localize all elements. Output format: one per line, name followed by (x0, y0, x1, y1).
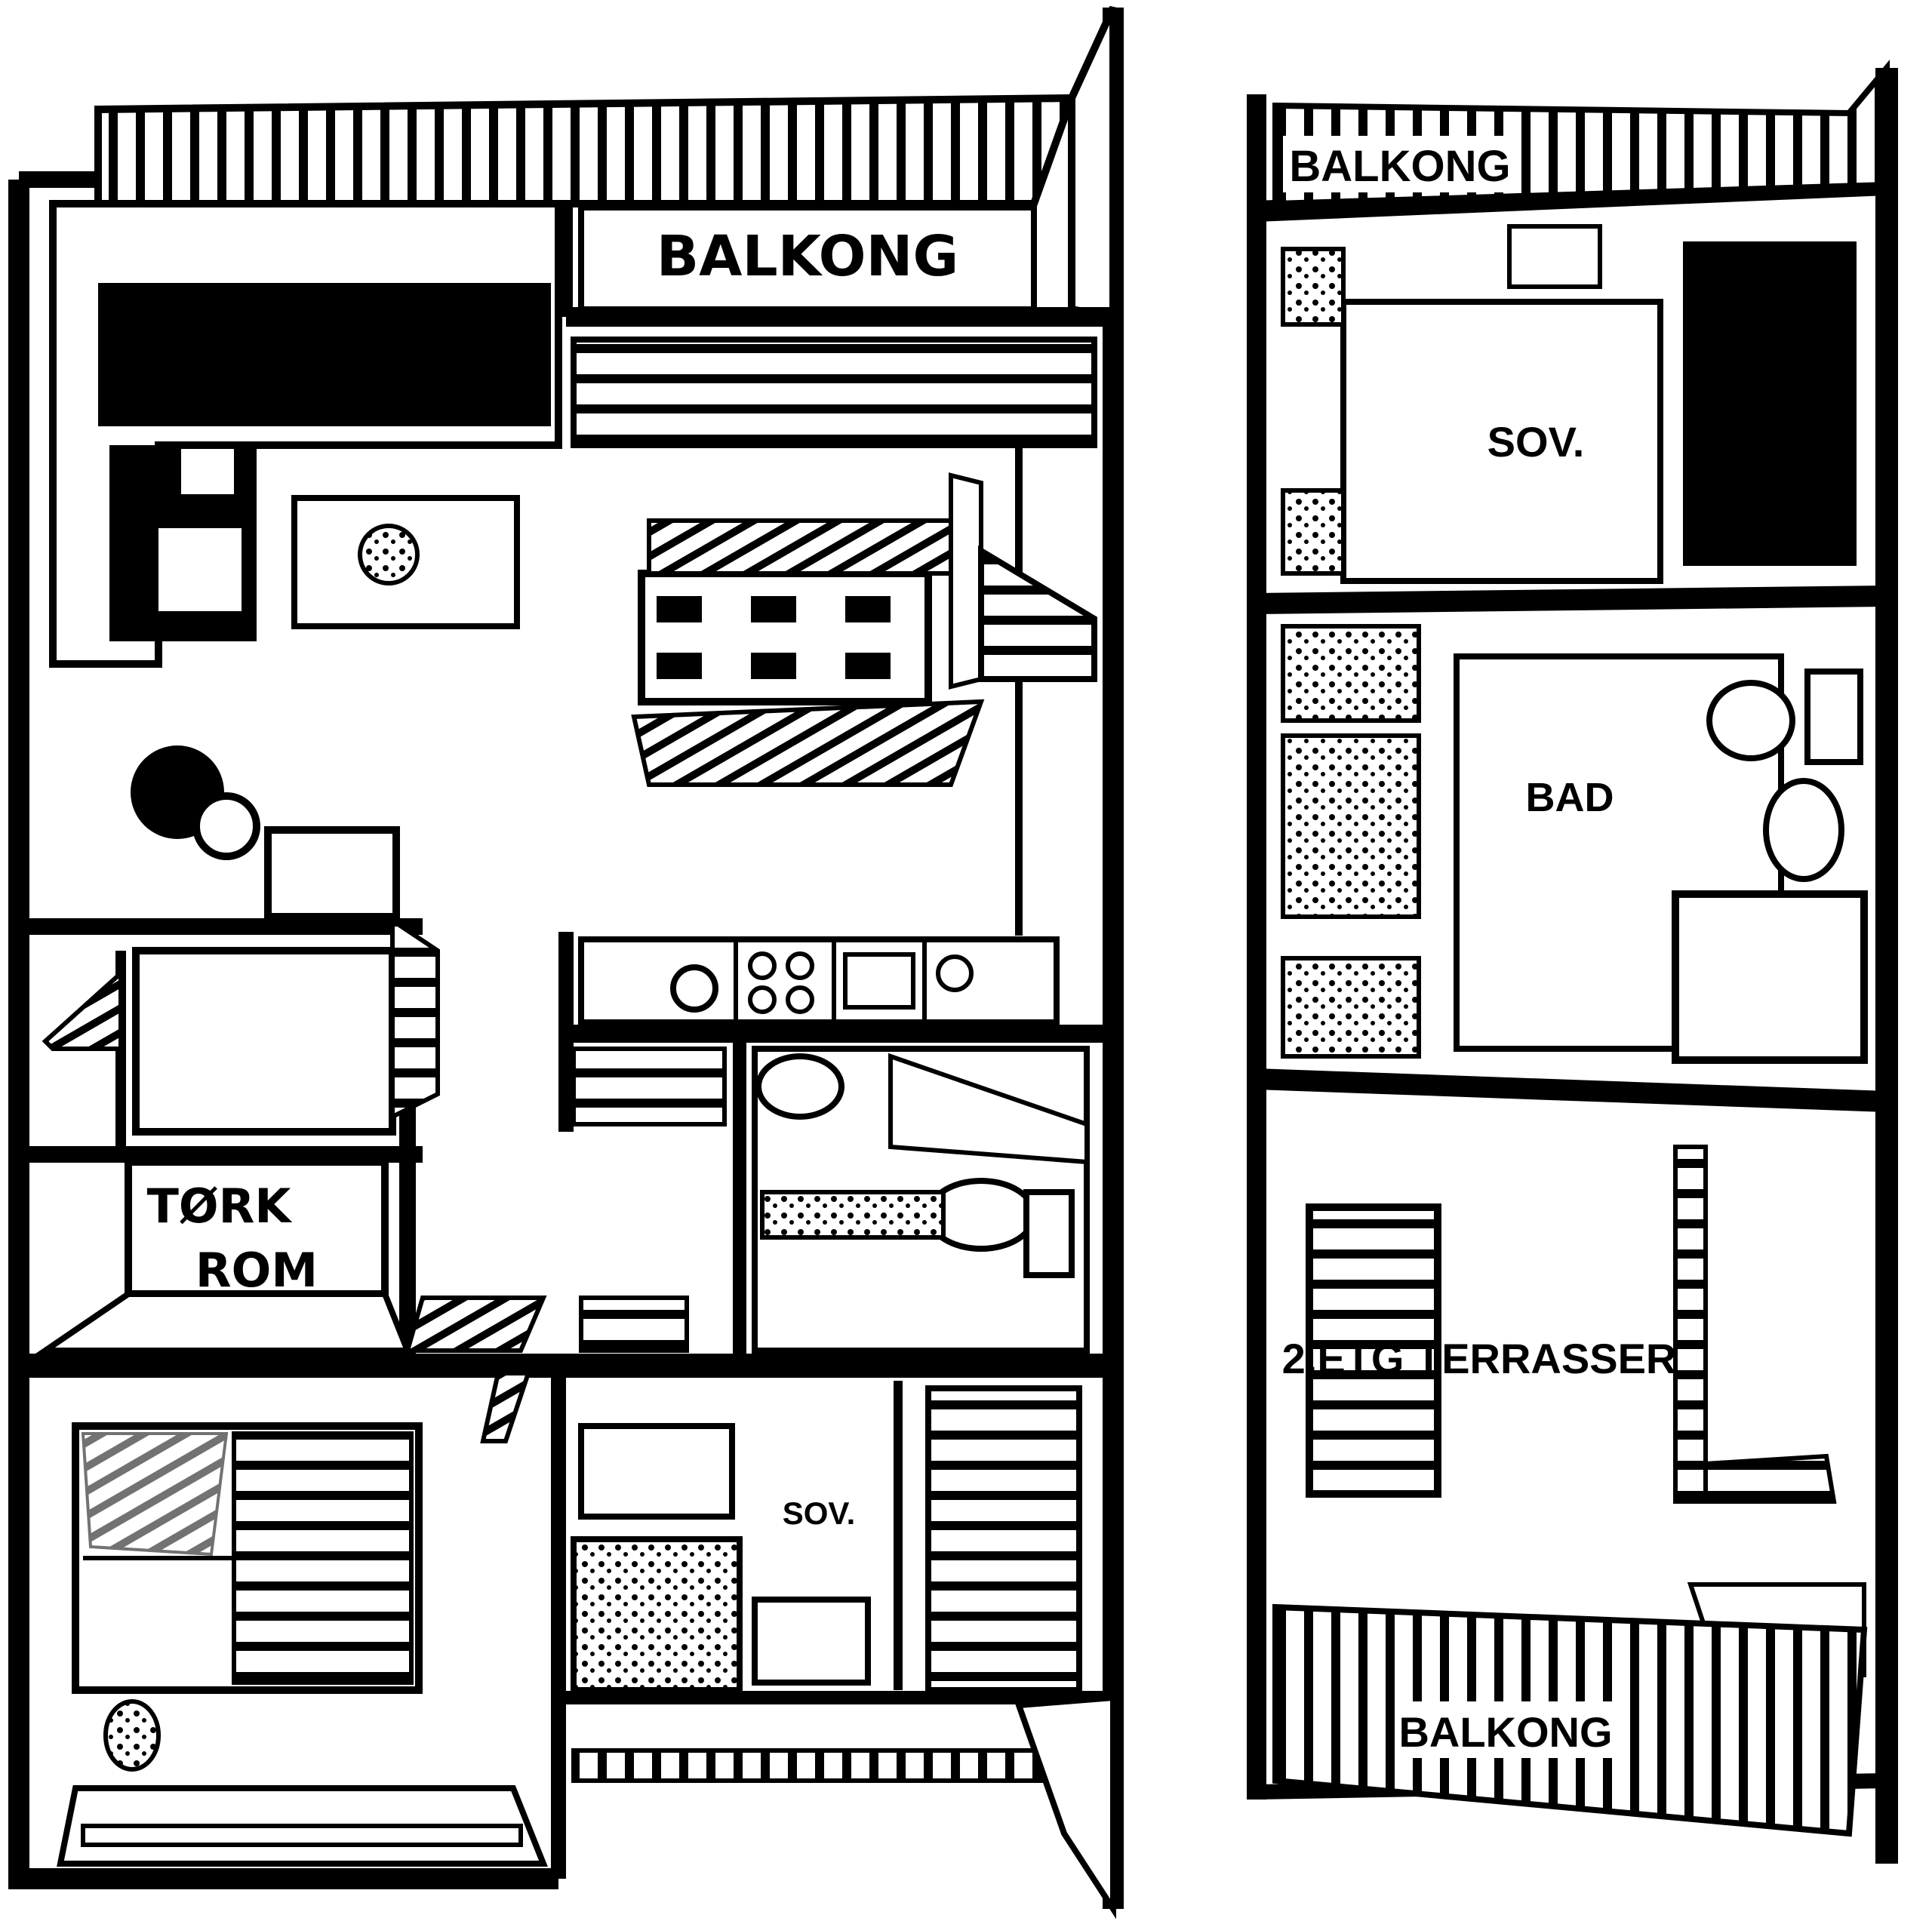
left-interior-walls (19, 307, 1113, 1704)
left-master-bedroom (57, 1371, 548, 1867)
left-floor-plan: BALKONG (8, 5, 1124, 1919)
right-top-balcony-label: BALKONG (1289, 142, 1510, 191)
left-balcony-label: BALKONG (657, 224, 958, 289)
drying-room-label-line1: TØRK (147, 1179, 293, 1234)
right-bottom-balcony: BALKONG (1272, 1603, 1868, 1837)
left-small-bedroom: SOV. (571, 1381, 1116, 1919)
dining-table (631, 472, 985, 787)
entry-closet (42, 916, 440, 1136)
left-stair (571, 337, 1097, 682)
right-bathroom: BAD (1281, 624, 1868, 1064)
terrace-room-label: 2.ETG TERRASSER (1282, 1335, 1677, 1382)
drying-room: TØRK ROM (35, 1158, 412, 1354)
armchair (131, 745, 400, 921)
drying-room-label-line2: ROM (195, 1243, 318, 1298)
right-floor-plan: BALKONG SOV. BAD (1247, 59, 1898, 1864)
left-bedroom-label: SOV. (783, 1495, 856, 1531)
coffee-table (291, 495, 520, 629)
hall-shelf (405, 1047, 727, 1353)
kitchen-counter (578, 936, 1060, 1025)
left-top-balcony: BALKONG (94, 5, 1117, 321)
right-terrace-room: 2.ETG TERRASSER (1282, 1145, 1866, 1677)
sofa-furniture (49, 200, 562, 668)
right-bedroom: SOV. (1281, 224, 1857, 584)
left-small-bathroom (752, 1046, 1090, 1354)
right-bedroom-label: SOV. (1487, 418, 1585, 466)
right-bottom-balcony-label: BALKONG (1398, 1708, 1612, 1756)
right-top-balcony: BALKONG (1272, 59, 1890, 207)
right-bathroom-label: BAD (1526, 775, 1614, 820)
